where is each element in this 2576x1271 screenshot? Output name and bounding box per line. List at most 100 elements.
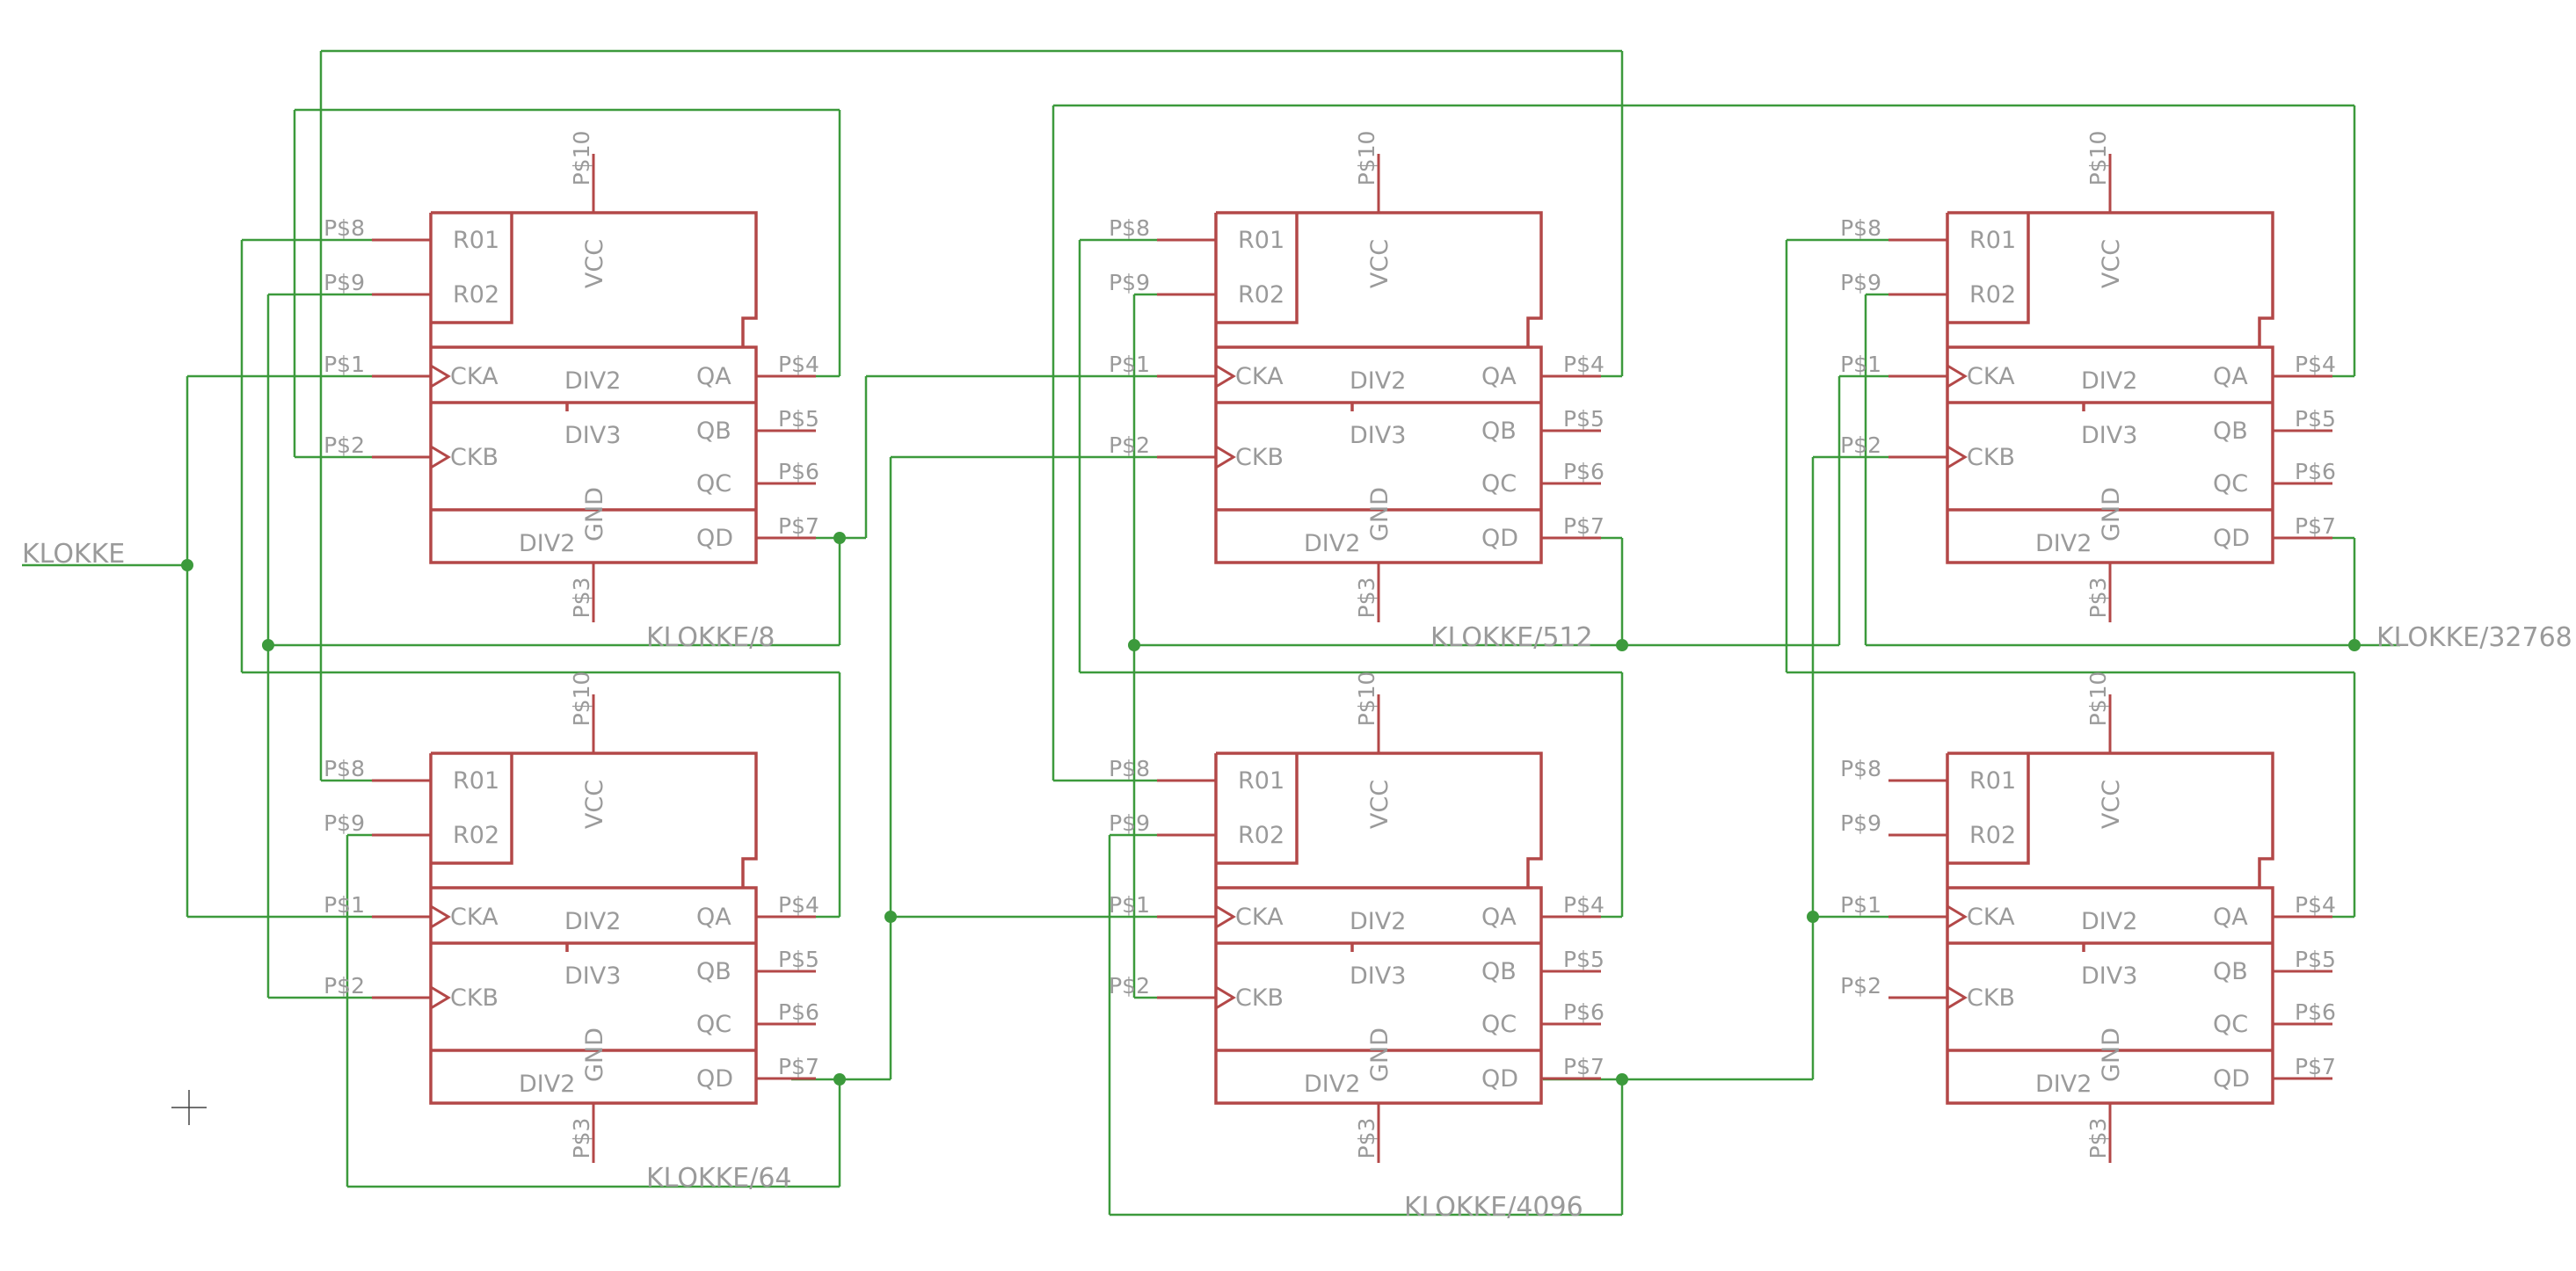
label-div2-a: DIV2 xyxy=(2081,367,2137,395)
chip-bottom-left[interactable]: P$8P$9P$1P$2P$4P$5P$6P$7R01R02CKACKBDIV2… xyxy=(324,672,819,1165)
chips: P$8P$9P$1P$2P$4P$5P$6P$7R01R02CKACKBDIV2… xyxy=(324,131,2336,1165)
label-vcc: VCC xyxy=(1366,780,1394,829)
signal-label-klokke-4096: KLOKKE/4096 xyxy=(1404,1192,1583,1223)
junction-dot xyxy=(833,1073,846,1086)
label-cka: CKA xyxy=(450,904,498,931)
label-vcc: VCC xyxy=(581,780,608,829)
label-vcc: VCC xyxy=(1366,239,1394,288)
label-div2-b: DIV2 xyxy=(519,530,575,557)
label-div3: DIV3 xyxy=(1350,422,1406,449)
label-div3: DIV3 xyxy=(2081,962,2137,990)
pin-label-p9: P$9 xyxy=(1109,810,1150,836)
label-ckb: CKB xyxy=(1967,984,2015,1012)
pin-label-p9: P$9 xyxy=(1840,270,1881,295)
label-qa: QA xyxy=(696,363,731,390)
junction-dot xyxy=(1128,639,1140,651)
label-div2-b: DIV2 xyxy=(1304,530,1360,557)
label-vcc: VCC xyxy=(2098,239,2125,288)
pin-label-p8: P$8 xyxy=(324,215,365,241)
chip-top-left[interactable]: P$8P$9P$1P$2P$4P$5P$6P$7R01R02CKACKBDIV2… xyxy=(324,131,819,624)
wires xyxy=(22,49,2400,1217)
label-div2-a: DIV2 xyxy=(1350,367,1406,395)
junction-dot xyxy=(884,911,897,923)
pin-label-p2: P$2 xyxy=(324,432,365,458)
pin-label-p5: P$5 xyxy=(2295,947,2336,972)
pin-label-p9: P$9 xyxy=(1840,810,1881,836)
label-div3: DIV3 xyxy=(564,422,621,449)
pin-label-p6: P$6 xyxy=(778,999,819,1025)
label-gnd: GND xyxy=(2098,487,2125,541)
pin-label-p5: P$5 xyxy=(778,947,819,972)
chip-top-middle[interactable]: P$8P$9P$1P$2P$4P$5P$6P$7R01R02CKACKBDIV2… xyxy=(1109,131,1605,624)
pin-label-p8: P$8 xyxy=(1109,756,1150,781)
label-qb: QB xyxy=(696,958,731,985)
pin-label-p3: P$3 xyxy=(2085,1118,2111,1159)
label-ckb: CKB xyxy=(450,444,498,471)
label-div2-b: DIV2 xyxy=(1304,1071,1360,1098)
chip-top-right[interactable]: P$8P$9P$1P$2P$4P$5P$6P$7R01R02CKACKBDIV2… xyxy=(1840,131,2336,624)
junction-dot xyxy=(1616,639,1628,651)
label-r01: R01 xyxy=(453,767,499,795)
signal-label-klokke-64: KLOKKE/64 xyxy=(646,1163,792,1194)
pin-label-p5: P$5 xyxy=(1563,406,1605,432)
pin-label-p4: P$4 xyxy=(778,352,819,377)
pin-label-p6: P$6 xyxy=(1563,999,1605,1025)
label-qa: QA xyxy=(1481,904,1517,931)
label-r02: R02 xyxy=(1969,281,2016,309)
signal-label-klokke-512: KLOKKE/512 xyxy=(1430,622,1593,653)
label-qa: QA xyxy=(696,904,731,931)
signal-label-klokke-8: KLOKKE/8 xyxy=(646,622,775,653)
label-ckb: CKB xyxy=(1967,444,2015,471)
pin-label-p10: P$10 xyxy=(569,672,594,727)
net-klokke-8[interactable] xyxy=(266,108,1157,999)
junction-dot xyxy=(262,639,274,651)
pin-label-p8: P$8 xyxy=(1109,215,1150,241)
pin-label-p7: P$7 xyxy=(1563,1054,1605,1079)
label-div2-b: DIV2 xyxy=(2035,530,2092,557)
label-qb: QB xyxy=(1481,418,1517,445)
label-qd: QD xyxy=(1481,525,1518,552)
label-cka: CKA xyxy=(1235,904,1284,931)
chip-bottom-right[interactable]: P$8P$9P$1P$2P$4P$5P$6P$7R01R02CKACKBDIV2… xyxy=(1840,672,2336,1165)
label-qa: QA xyxy=(2213,904,2248,931)
pin-label-p7: P$7 xyxy=(778,513,819,539)
label-ckb: CKB xyxy=(1235,984,1284,1012)
pin-label-p4: P$4 xyxy=(1563,892,1605,918)
label-qd: QD xyxy=(696,525,733,552)
pin-label-p3: P$3 xyxy=(569,1118,594,1159)
label-ckb: CKB xyxy=(1235,444,1284,471)
net-u2-u3-link[interactable] xyxy=(1052,104,2356,782)
pin-label-p2: P$2 xyxy=(1840,973,1881,999)
pin-label-p4: P$4 xyxy=(778,892,819,918)
pin-label-p3: P$3 xyxy=(1354,577,1379,619)
pin-label-p10: P$10 xyxy=(1354,672,1379,727)
label-div3: DIV3 xyxy=(2081,422,2137,449)
pin-label-p7: P$7 xyxy=(1563,513,1605,539)
label-r02: R02 xyxy=(453,822,499,849)
label-qa: QA xyxy=(1481,363,1517,390)
net-u4-link[interactable] xyxy=(319,49,1624,782)
pin-label-p9: P$9 xyxy=(324,270,365,295)
label-cka: CKA xyxy=(1235,363,1284,390)
pin-label-p10: P$10 xyxy=(569,131,594,186)
pin-label-p4: P$4 xyxy=(2295,892,2336,918)
pin-label-p2: P$2 xyxy=(1109,432,1150,458)
pin-label-p7: P$7 xyxy=(2295,513,2336,539)
label-qa: QA xyxy=(2213,363,2248,390)
label-cka: CKA xyxy=(1967,904,2015,931)
net-klokke-512[interactable] xyxy=(1078,238,1888,999)
chip-bottom-middle[interactable]: P$8P$9P$1P$2P$4P$5P$6P$7R01R02CKACKBDIV2… xyxy=(1109,672,1605,1165)
junction-dot xyxy=(1807,911,1819,923)
pin-label-p10: P$10 xyxy=(1354,131,1379,186)
signal-label-klokke-32768: KLOKKE/32768 xyxy=(2376,622,2572,653)
label-qb: QB xyxy=(696,418,731,445)
net-klokke-4096[interactable] xyxy=(1108,455,1888,1217)
pin-label-p2: P$2 xyxy=(324,973,365,999)
pin-label-p6: P$6 xyxy=(1563,459,1605,484)
net-klokke[interactable] xyxy=(22,374,372,919)
pin-label-p8: P$8 xyxy=(1840,756,1881,781)
pin-label-p1: P$1 xyxy=(1840,352,1881,377)
label-vcc: VCC xyxy=(581,239,608,288)
pin-label-p4: P$4 xyxy=(2295,352,2336,377)
pin-label-p6: P$6 xyxy=(2295,999,2336,1025)
